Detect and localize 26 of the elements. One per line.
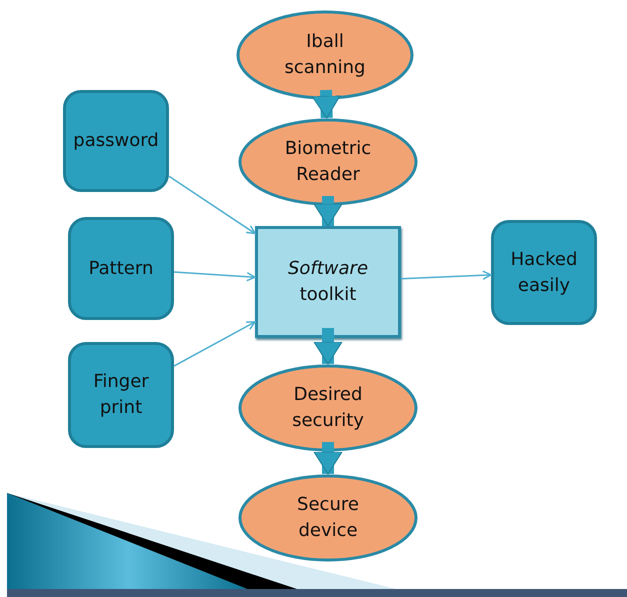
- node-label: Hacked easily: [510, 248, 578, 298]
- block-arrow: [314, 442, 342, 474]
- block-arrow: [314, 196, 342, 226]
- block-arrow: [312, 90, 341, 118]
- node-label: Iball scanning: [284, 30, 366, 80]
- node-label: Software toolkit: [286, 257, 370, 307]
- step-ellipse: [238, 474, 418, 562]
- step-ellipse: [236, 10, 414, 100]
- method-box: [491, 220, 597, 325]
- method-box: [68, 342, 174, 448]
- step-ellipse: [238, 118, 418, 206]
- block-arrow: [314, 328, 342, 364]
- node-label: Finger print: [92, 370, 150, 420]
- method-box: [68, 217, 174, 320]
- node-label: Pattern: [88, 256, 154, 280]
- step-ellipse: [238, 364, 418, 452]
- arrow: [174, 271, 256, 282]
- node-label: Secure device: [296, 493, 360, 543]
- toolkit-box: [255, 226, 401, 338]
- node-label: password: [72, 129, 160, 153]
- arrow: [168, 176, 256, 234]
- method-box: [63, 90, 169, 192]
- arrow: [174, 321, 256, 367]
- node-label: Biometric Reader: [284, 137, 372, 187]
- node-label: Desired security: [291, 383, 365, 433]
- arrow: [400, 270, 492, 280]
